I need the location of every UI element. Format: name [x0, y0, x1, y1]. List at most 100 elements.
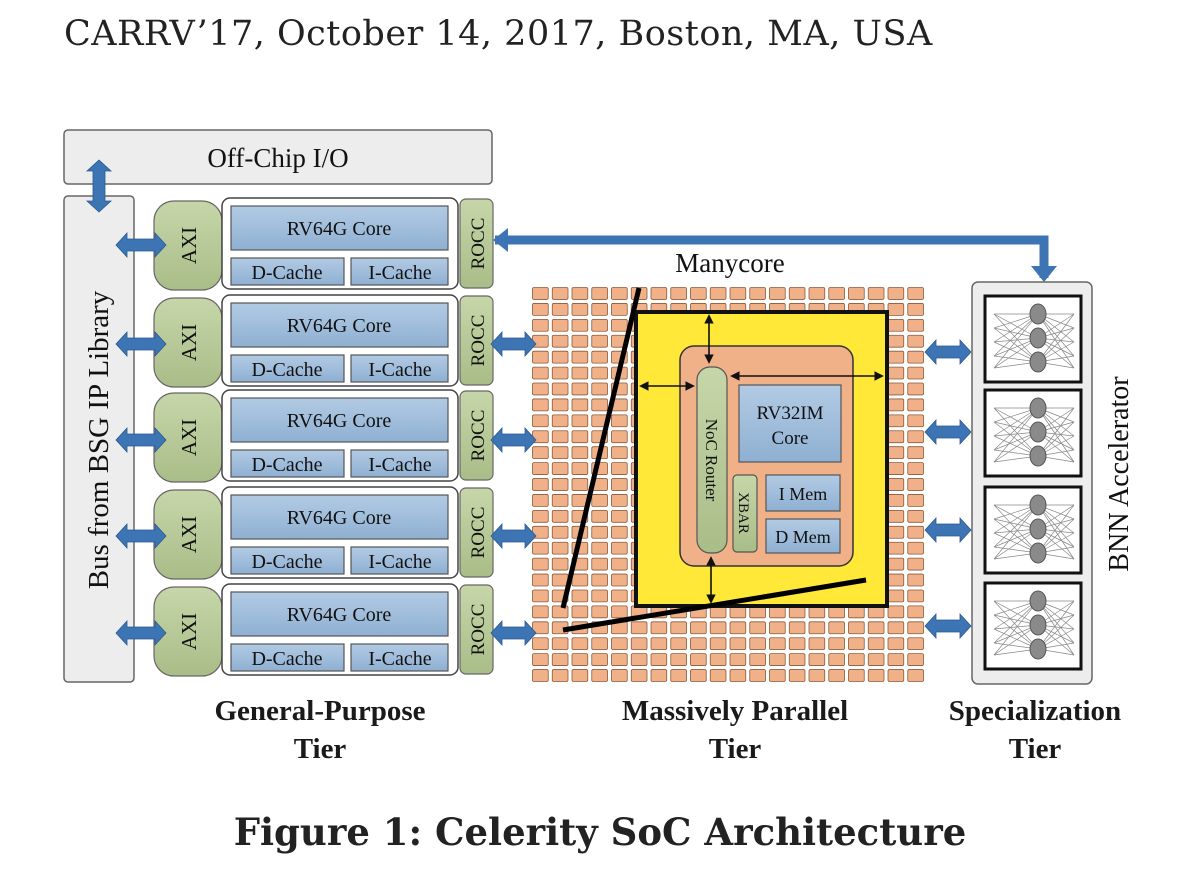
bidirectional-arrow [924, 516, 972, 544]
manycore-tile-cell [532, 446, 549, 460]
mp-tier-line2: Tier [708, 733, 762, 765]
manycore-tile-cell [532, 478, 549, 491]
manycore-tile-cell [709, 621, 727, 635]
manycore-tile-cell [551, 430, 569, 444]
manycore-tile-cell [591, 366, 608, 380]
bnn-neuron [1029, 518, 1047, 540]
dcache [230, 354, 345, 383]
bnn-accelerator-block: BNN Accelerator [971, 281, 1135, 685]
manycore-tile-cell [907, 478, 924, 491]
manycore-tile-cell [828, 637, 845, 651]
dcache [230, 546, 345, 575]
bsg-bus-label: Bus from BSG IP Library [83, 290, 115, 589]
manycore-tile-cell [670, 653, 687, 666]
manycore-tile-cell [551, 303, 569, 316]
dcache-label: D-Cache [251, 359, 322, 381]
manycore-tile-cell [591, 398, 608, 412]
massively-parallel-tier-label: Massively Parallel Tier [590, 692, 880, 768]
manycore-tile-cell [907, 366, 924, 380]
manycore-tile-cell [611, 414, 628, 428]
spec-tier-line2: Tier [1008, 733, 1062, 765]
manycore-tile-cell [887, 621, 905, 635]
manycore-tile-cell [867, 637, 885, 651]
manycore-tile-cell [611, 303, 628, 316]
manycore-tile-cell [532, 573, 549, 587]
manycore-tile-cell [571, 637, 589, 651]
axi-label: AXI [177, 613, 201, 650]
bnn-unit [983, 581, 1083, 671]
manycore-tile-cell [887, 414, 905, 428]
manycore-tile-cell [907, 509, 924, 523]
manycore-tile-cell [532, 303, 549, 316]
manycore-tile-cell [532, 637, 549, 651]
manycore-tile-cell [887, 446, 905, 460]
manycore-tile-cell [690, 621, 707, 635]
manycore-tile-cell [848, 287, 865, 300]
manycore-tile-cell [532, 669, 549, 682]
rocc-block [459, 487, 494, 578]
icache [350, 354, 449, 383]
bnn-neuron [1029, 351, 1047, 373]
manycore-tile-cell [611, 557, 628, 571]
manycore-tile-cell [788, 287, 806, 300]
manycore-tile-cell [887, 573, 905, 587]
manycore-tile-cell [709, 653, 727, 666]
manycore-tile-cell [749, 669, 766, 682]
figure-caption: Figure 1: Celerity SoC Architecture [233, 810, 967, 854]
manycore-tile-cell [571, 334, 589, 348]
manycore-tile-cell [650, 669, 668, 682]
manycore-tile-cell [887, 430, 905, 444]
rocc-label: ROCC [468, 604, 489, 656]
manycore-tile-cell [591, 637, 608, 651]
manycore-tile-cell [907, 382, 924, 396]
tile-internal-arrows [639, 314, 884, 604]
manycore-tile-cell [788, 669, 806, 682]
manycore-tile-cell [887, 509, 905, 523]
manycore-tile-cell [650, 637, 668, 651]
bidirectional-arrow [115, 231, 167, 259]
rv64g-core-label: RV64G Core [287, 315, 392, 337]
manycore-tile-cell [788, 621, 806, 635]
manycore-tile-cell [887, 398, 905, 412]
manycore-tile-cell [571, 414, 589, 428]
manycore-tile-cell [690, 287, 707, 300]
manycore-tile-cell [867, 621, 885, 635]
manycore-tile-cell [907, 605, 924, 619]
manycore-tile-cell [591, 669, 608, 682]
axi-label: AXI [177, 227, 201, 264]
manycore-tile-cell [769, 621, 786, 635]
manycore-tile-cell [729, 637, 747, 651]
manycore-tile-cell [887, 557, 905, 571]
manycore-tile-cell [532, 557, 549, 571]
manycore-tile-cell [591, 303, 608, 316]
manycore-tile-cell [611, 287, 628, 300]
manycore-tile-cell [907, 637, 924, 651]
rv64g-core-label: RV64G Core [287, 604, 392, 626]
manycore-tile-cell [749, 637, 766, 651]
manycore-tile-cell [907, 541, 924, 555]
dcache-label: D-Cache [251, 262, 322, 284]
xbar [732, 474, 758, 553]
manycore-tile-cell [551, 318, 569, 332]
rocc-block [459, 584, 494, 675]
manycore-tile-cell [650, 287, 668, 300]
arrowhead [1031, 266, 1057, 282]
manycore-tile-cell [828, 621, 845, 635]
manycore-tile-cell [670, 669, 687, 682]
bnn-neuron [1029, 421, 1047, 443]
manycore-tile-cell [571, 287, 589, 300]
bidirectional-arrow [490, 426, 537, 454]
manycore-tile-cell [571, 350, 589, 364]
manycore-tile-cell [591, 382, 608, 396]
bnn-unit [983, 388, 1083, 478]
manycore-tile-cell [532, 398, 549, 412]
bidirectional-arrow [924, 418, 972, 446]
manycore-tile-cell [611, 430, 628, 444]
bidirectional-arrow [490, 619, 537, 647]
manycore-tile-cell [887, 287, 905, 300]
bnn-neuron [1029, 445, 1047, 467]
manycore-tile-cell [591, 541, 608, 555]
noc-router-label: NoC Router [702, 419, 721, 502]
